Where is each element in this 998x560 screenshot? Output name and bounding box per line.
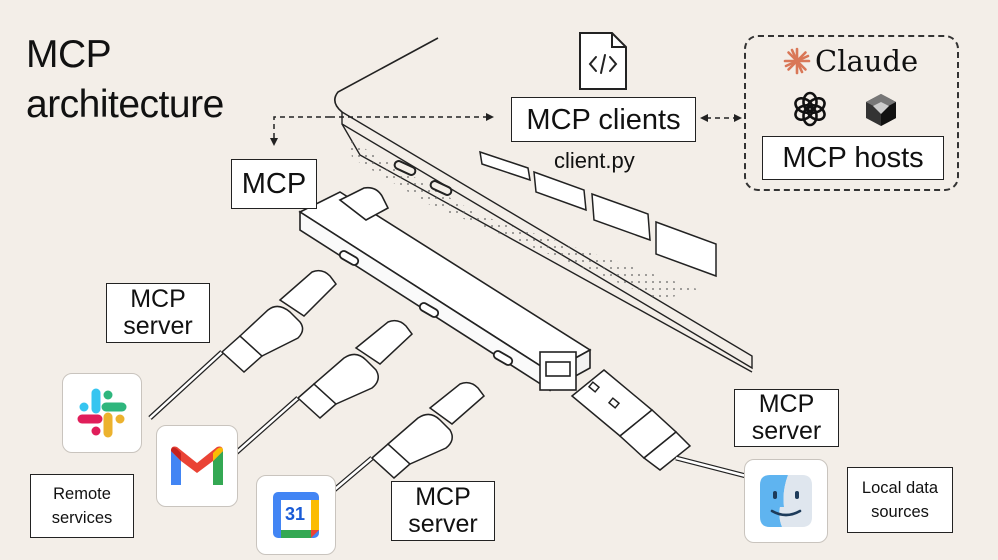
gmail-tile: [156, 425, 238, 507]
mcp-hosts-label: MCP hosts: [762, 136, 944, 180]
mcp-hosts-group: [744, 35, 959, 191]
openai-icon: [794, 91, 826, 127]
mcp-clients-label: MCP clients: [511, 97, 696, 142]
cable-slack: [148, 269, 337, 420]
dashed-arrows: [273, 116, 736, 140]
mcp-server-label-calendar: MCP server: [391, 481, 495, 541]
calendar-day-number: 31: [284, 504, 306, 524]
gmail-icon: [171, 446, 223, 485]
perplexity-icon: [866, 94, 896, 126]
google-calendar-icon: [273, 492, 319, 538]
claude-star-icon: [783, 47, 811, 75]
mcp-label: MCP: [231, 159, 317, 209]
local-data-sources-label: Local data sources: [847, 467, 953, 533]
speaker-grille: [350, 140, 700, 300]
laptop-ports: [393, 160, 453, 196]
laptop-keys: [479, 150, 717, 278]
title-line-1: MCP: [26, 33, 112, 76]
finder-tile: [744, 459, 828, 543]
arrow-to-mcp: [273, 116, 330, 140]
cable-finder: [570, 369, 747, 479]
claude-wordmark: Claude: [815, 44, 919, 78]
mcp-server-label-remote: MCP server: [106, 283, 210, 343]
mcp-server-label-local: MCP server: [734, 389, 839, 447]
slack-icon: [77, 388, 127, 438]
calendar-tile: 31: [256, 475, 336, 555]
remote-services-label: Remote services: [30, 474, 134, 538]
arrow-heads: [270, 113, 742, 146]
usb-hub: [298, 186, 592, 392]
code-file-icon: [579, 32, 627, 90]
claude-logo: Claude: [783, 44, 918, 78]
hub-ports: [338, 250, 514, 366]
slack-tile: [62, 373, 142, 453]
diagram-title: MCP architecture: [26, 30, 224, 130]
finder-icon: [760, 475, 812, 527]
cable-calendar: [318, 381, 486, 504]
title-line-2: architecture: [26, 83, 224, 126]
cable-gmail: [226, 319, 414, 462]
client-file-label: client.py: [554, 148, 635, 173]
laptop-lid-edge: [334, 37, 439, 113]
